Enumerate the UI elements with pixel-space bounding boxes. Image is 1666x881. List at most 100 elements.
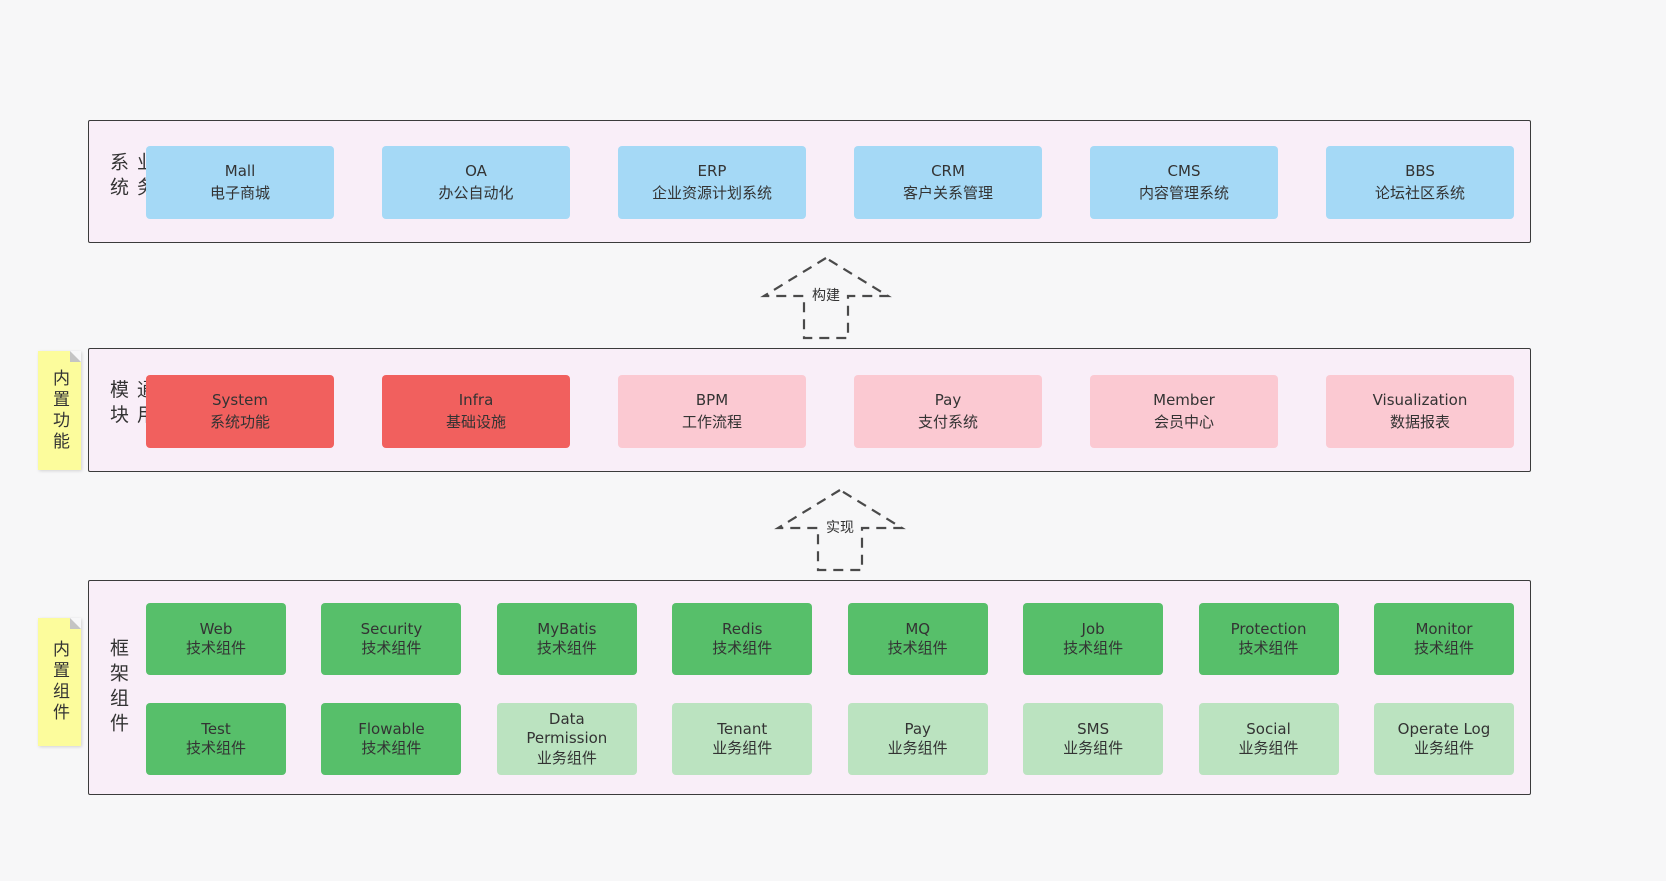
arrow-label: 构建 — [808, 283, 844, 306]
box-security: Security 技术组件 — [321, 603, 462, 675]
box-title: BPM — [695, 390, 729, 409]
band-business-systems: 业务系统 Mall 电子商城 OA 办公自动化 ERP 企业资源计划系统 CRM… — [88, 120, 1531, 243]
box-subtitle: 会员中心 — [1153, 412, 1214, 431]
box-subtitle: 业务组件 — [1063, 739, 1124, 757]
box-subtitle: 内容管理系统 — [1138, 183, 1229, 202]
box-title: Data Permission — [526, 709, 608, 748]
box-pay: Pay 支付系统 — [854, 375, 1042, 448]
tech-component-row: Web 技术组件 Security 技术组件 MyBatis 技术组件 Redi… — [146, 603, 1514, 675]
box-subtitle: 工作流程 — [681, 412, 742, 431]
box-subtitle: 客户关系管理 — [902, 183, 993, 202]
box-title: OA — [465, 161, 487, 180]
box-title: Security — [360, 619, 423, 638]
box-protection: Protection 技术组件 — [1198, 603, 1339, 675]
box-title: Redis — [722, 619, 763, 638]
box-title: Mall — [224, 161, 256, 180]
box-subtitle: 支付系统 — [917, 412, 978, 431]
biz-component-row: Test 技术组件 Flowable 技术组件 Data Permission … — [146, 703, 1514, 775]
box-subtitle: 业务组件 — [1238, 739, 1299, 757]
box-subtitle: 技术组件 — [887, 639, 948, 657]
box-title: Flowable — [358, 719, 425, 738]
box-flowable: Flowable 技术组件 — [321, 703, 462, 775]
box-test: Test 技术组件 — [146, 703, 286, 775]
box-title: CRM — [931, 161, 965, 180]
band-common-modules: 通用模块 System 系统功能 Infra 基础设施 BPM 工作流程 Pay… — [88, 348, 1531, 472]
sticky-note-built-in-features: 内置功能 — [38, 351, 81, 470]
box-subtitle: 基础设施 — [445, 412, 506, 431]
box-redis: Redis 技术组件 — [672, 603, 813, 675]
box-tenant: Tenant 业务组件 — [672, 703, 813, 775]
box-title: MyBatis — [537, 619, 597, 638]
box-title: System — [212, 390, 268, 409]
box-cms: CMS 内容管理系统 — [1090, 146, 1278, 219]
box-monitor: Monitor 技术组件 — [1373, 603, 1514, 675]
box-subtitle: 数据报表 — [1389, 412, 1450, 431]
box-title: CMS — [1167, 161, 1201, 180]
box-title: Test — [201, 719, 231, 738]
box-subtitle: 业务组件 — [536, 748, 597, 767]
box-title: Member — [1153, 390, 1215, 409]
box-mall: Mall 电子商城 — [146, 146, 334, 219]
box-title: ERP — [697, 161, 727, 180]
box-social: Social 业务组件 — [1198, 703, 1339, 775]
box-mq: MQ 技术组件 — [847, 603, 988, 675]
box-subtitle: 技术组件 — [1063, 639, 1124, 657]
box-title: SMS — [1077, 719, 1110, 738]
box-title: MQ — [905, 619, 931, 638]
box-bbs: BBS 论坛社区系统 — [1326, 146, 1514, 219]
box-subtitle: 系统功能 — [209, 412, 270, 431]
box-infra: Infra 基础设施 — [382, 375, 570, 448]
box-subtitle: 技术组件 — [1413, 639, 1474, 657]
box-subtitle: 技术组件 — [1238, 639, 1299, 657]
box-mybatis: MyBatis 技术组件 — [496, 603, 637, 675]
band-label: 框架组件 — [107, 637, 129, 738]
box-subtitle: 技术组件 — [361, 639, 422, 657]
band-framework-components: 框架组件 Web 技术组件 Security 技术组件 MyBatis 技术组件… — [88, 580, 1531, 795]
box-pay-biz: Pay 业务组件 — [847, 703, 988, 775]
box-subtitle: 业务组件 — [712, 739, 773, 757]
sticky-label: 内置组件 — [49, 640, 69, 724]
box-subtitle: 技术组件 — [712, 639, 773, 657]
box-title: Job — [1081, 619, 1105, 638]
sticky-note-built-in-components: 内置组件 — [38, 618, 81, 746]
arrow-label: 实现 — [822, 515, 858, 538]
box-subtitle: 技术组件 — [185, 639, 246, 657]
box-erp: ERP 企业资源计划系统 — [618, 146, 806, 219]
box-data-permission: Data Permission 业务组件 — [496, 703, 637, 775]
box-title: BBS — [1405, 161, 1435, 180]
box-system: System 系统功能 — [146, 375, 334, 448]
box-subtitle: 技术组件 — [536, 639, 597, 657]
box-bpm: BPM 工作流程 — [618, 375, 806, 448]
box-subtitle: 技术组件 — [185, 739, 246, 757]
box-title: Tenant — [717, 719, 768, 738]
box-oa: OA 办公自动化 — [382, 146, 570, 219]
box-operate-log: Operate Log 业务组件 — [1373, 703, 1514, 775]
box-subtitle: 企业资源计划系统 — [651, 183, 772, 202]
box-title: Operate Log — [1397, 719, 1491, 738]
box-subtitle: 电子商城 — [209, 183, 270, 202]
box-title: Pay — [934, 390, 962, 409]
box-job: Job 技术组件 — [1023, 603, 1164, 675]
box-title: Infra — [458, 390, 494, 409]
box-subtitle: 办公自动化 — [438, 183, 514, 202]
sticky-label: 内置功能 — [49, 368, 69, 453]
box-subtitle: 论坛社区系统 — [1374, 183, 1465, 202]
box-title: Pay — [904, 719, 931, 738]
up-arrow-shape — [760, 256, 892, 340]
box-member: Member 会员中心 — [1090, 375, 1278, 448]
box-title: Web — [199, 619, 233, 638]
box-crm: CRM 客户关系管理 — [854, 146, 1042, 219]
box-subtitle: 业务组件 — [1413, 739, 1474, 757]
box-subtitle: 技术组件 — [361, 739, 422, 757]
implement-arrow: 实现 — [770, 487, 910, 573]
box-web: Web 技术组件 — [146, 603, 286, 675]
box-title: Visualization — [1372, 390, 1468, 409]
business-box-row: Mall 电子商城 OA 办公自动化 ERP 企业资源计划系统 CRM 客户关系… — [146, 146, 1514, 219]
box-title: Social — [1246, 719, 1291, 738]
box-title: Monitor — [1415, 619, 1473, 638]
box-visualization: Visualization 数据报表 — [1326, 375, 1514, 448]
box-subtitle: 业务组件 — [887, 739, 948, 757]
up-arrow-shape — [774, 488, 906, 572]
build-arrow: 构建 — [756, 255, 896, 341]
